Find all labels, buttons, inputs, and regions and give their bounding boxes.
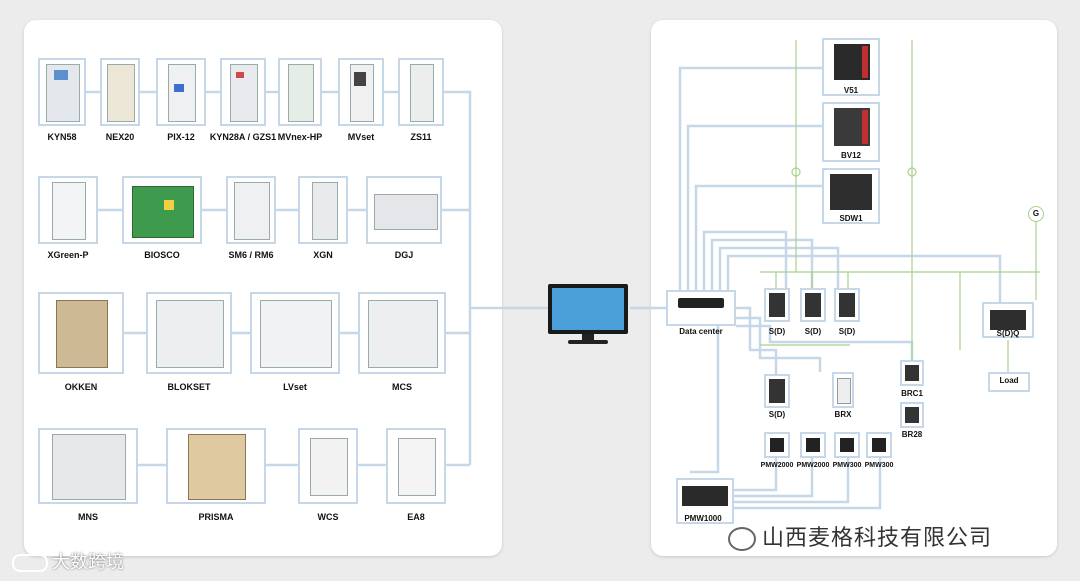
label-sm6-rm6: SM6 / RM6 (228, 250, 274, 260)
label-xgn: XGN (313, 250, 333, 260)
label-generator: G (1032, 209, 1040, 218)
label-dgj: DGJ (394, 250, 414, 260)
switch-tile-1[interactable] (764, 288, 790, 322)
label-v51: V51 (843, 86, 859, 95)
product-tile-kyn58[interactable] (38, 58, 86, 126)
label-meter-1: PMW2000 (760, 462, 794, 469)
label-meter-3: PMW300 (832, 462, 862, 469)
meter-tile-2[interactable] (800, 432, 826, 458)
product-tile-mcs[interactable] (358, 292, 446, 374)
label-lvset: LVset (283, 382, 307, 392)
product-tile-nex20[interactable] (100, 58, 140, 126)
label-xgreen-p: XGreen-P (47, 250, 89, 260)
breaker-tile-bv12[interactable] (822, 102, 880, 162)
label-lower-switch: S(D) (768, 410, 786, 419)
label-kyn58: KYN58 (47, 132, 77, 142)
label-mvset: MVset (347, 132, 375, 142)
product-tile-xgreen-p[interactable] (38, 176, 98, 244)
breaker-tile-sdw1[interactable] (822, 168, 880, 224)
product-tile-mvset[interactable] (338, 58, 384, 126)
product-tile-dgj[interactable] (366, 176, 442, 244)
sdq-tile[interactable] (982, 302, 1034, 338)
meter-tile-1[interactable] (764, 432, 790, 458)
label-meter-4: PMW300 (864, 462, 894, 469)
label-switch-2: S(D) (804, 327, 822, 336)
generator-icon (1028, 206, 1044, 222)
label-meter-2: PMW2000 (796, 462, 830, 469)
product-tile-blokset[interactable] (146, 292, 232, 374)
label-sdw1: SDW1 (839, 214, 863, 223)
product-tile-prisma[interactable] (166, 428, 266, 504)
label-brx: BRX (834, 410, 852, 419)
label-sdq: S(D)Q (996, 329, 1020, 338)
label-br28: BR28 (901, 430, 923, 439)
label-switch-1: S(D) (768, 327, 786, 336)
br28-tile[interactable] (900, 402, 924, 428)
product-tile-mns[interactable] (38, 428, 138, 504)
label-ea8: EA8 (407, 512, 425, 522)
label-biosco: BIOSCO (144, 250, 180, 260)
watermark-left: 大数跨境 (12, 548, 124, 574)
label-switch-3: S(D) (838, 327, 856, 336)
label-nex20: NEX20 (105, 132, 135, 142)
brc1-tile[interactable] (900, 360, 924, 386)
data-center-box[interactable] (666, 290, 736, 326)
product-tile-kyn28a[interactable] (220, 58, 266, 126)
product-tile-sm6-rm6[interactable] (226, 176, 276, 244)
product-tile-pix12[interactable] (156, 58, 206, 126)
product-tile-wcs[interactable] (298, 428, 358, 504)
product-tile-xgn[interactable] (298, 176, 348, 244)
product-tile-zs11[interactable] (398, 58, 444, 126)
label-prisma: PRISMA (198, 512, 234, 522)
product-tile-okken[interactable] (38, 292, 124, 374)
breaker-tile-v51[interactable] (822, 38, 880, 96)
label-brc1: BRC1 (901, 389, 923, 398)
label-pmw1000: PMW1000 (684, 514, 722, 523)
label-load: Load (999, 376, 1019, 385)
label-data-center: Data center (679, 327, 723, 336)
meter-tile-4[interactable] (866, 432, 892, 458)
label-bv12: BV12 (840, 151, 862, 160)
label-wcs: WCS (317, 512, 339, 522)
label-mns: MNS (78, 512, 98, 522)
label-blokset: BLOKSET (167, 382, 211, 392)
label-zs11: ZS11 (410, 132, 432, 142)
pmw1000-tile[interactable] (676, 478, 734, 524)
product-tile-ea8[interactable] (386, 428, 446, 504)
label-mcs: MCS (392, 382, 412, 392)
switch-tile-2[interactable] (800, 288, 826, 322)
load-box[interactable] (988, 372, 1030, 392)
meter-tile-3[interactable] (834, 432, 860, 458)
monitor-icon (548, 284, 630, 350)
product-tile-biosco[interactable] (122, 176, 202, 244)
product-tile-mvnex-hp[interactable] (278, 58, 322, 126)
label-kyn28a: KYN28A / GZS1 (209, 132, 277, 142)
watermark-company: 山西麦格科技有限公司 (728, 520, 992, 552)
brx-tile[interactable] (832, 372, 854, 408)
label-pix12: PIX-12 (167, 132, 195, 142)
link-icon (12, 554, 48, 572)
label-mvnex-hp: MVnex-HP (277, 132, 323, 142)
wechat-icon (728, 527, 756, 551)
switch-tile-3[interactable] (834, 288, 860, 322)
label-okken: OKKEN (64, 382, 98, 392)
lower-switch-tile[interactable] (764, 374, 790, 408)
product-tile-lvset[interactable] (250, 292, 340, 374)
